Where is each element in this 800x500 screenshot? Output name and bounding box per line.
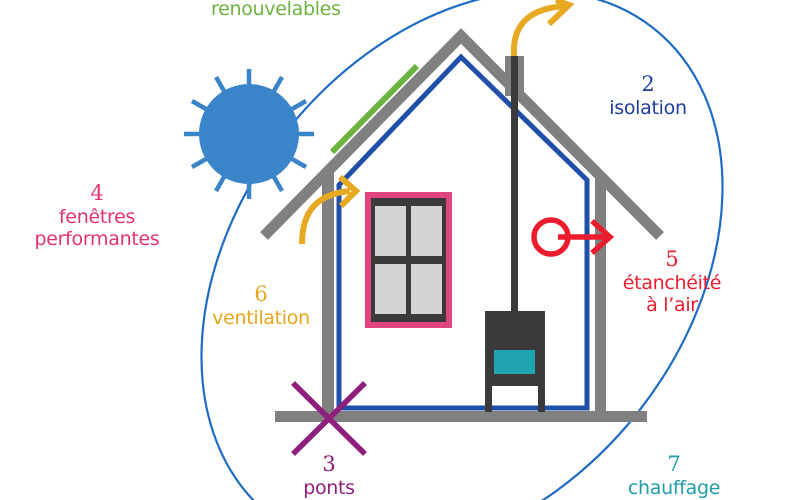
label-ponts-number: 3 — [322, 452, 336, 476]
label-chauffage: 7 chauffage — [614, 452, 734, 499]
thermal-bridge-cross-icon — [291, 381, 367, 456]
label-renouvelables-text: renouvelables — [211, 0, 341, 20]
sun-icon — [184, 69, 314, 199]
wall-left-outer — [322, 172, 334, 416]
label-etancheite: 5 étanchéité à l’air — [607, 247, 737, 317]
solar-panel-icon — [329, 63, 420, 155]
label-etancheite-number: 5 — [665, 247, 679, 271]
label-ventilation-number: 6 — [254, 282, 268, 306]
window-icon — [365, 192, 452, 328]
label-isolation-number: 2 — [641, 72, 655, 96]
label-renouvelables: renouvelables — [211, 0, 341, 20]
stove-pipe — [511, 56, 518, 314]
label-etancheite-text-2: à l’air — [646, 294, 698, 317]
label-ventilation-text: ventilation — [212, 306, 310, 329]
label-isolation-text: isolation — [609, 96, 687, 119]
label-ponts: 3 ponts — [289, 452, 369, 499]
label-ponts-text: ponts — [303, 476, 355, 499]
label-isolation: 2 isolation — [596, 72, 700, 119]
label-fenetres: 4 fenêtres performantes — [12, 181, 182, 251]
insulation-line — [336, 53, 590, 411]
label-fenetres-text-2: performantes — [34, 228, 160, 251]
roof-outer — [260, 28, 664, 240]
label-chauffage-number: 7 — [667, 452, 681, 476]
label-chauffage-text: chauffage — [627, 476, 721, 499]
ventilation-arrow-icon — [299, 174, 361, 245]
wall-right-outer — [595, 174, 606, 416]
label-ventilation: 6 ventilation — [196, 282, 326, 329]
floor-outer — [275, 411, 647, 422]
exhaust-arrow-icon — [510, 0, 575, 57]
label-fenetres-number: 4 — [90, 181, 104, 205]
label-fenetres-text-1: fenêtres — [58, 205, 136, 228]
label-etancheite-text-1: étanchéité — [622, 271, 722, 294]
air-leak-icon — [531, 217, 615, 257]
stove-icon — [485, 311, 545, 412]
